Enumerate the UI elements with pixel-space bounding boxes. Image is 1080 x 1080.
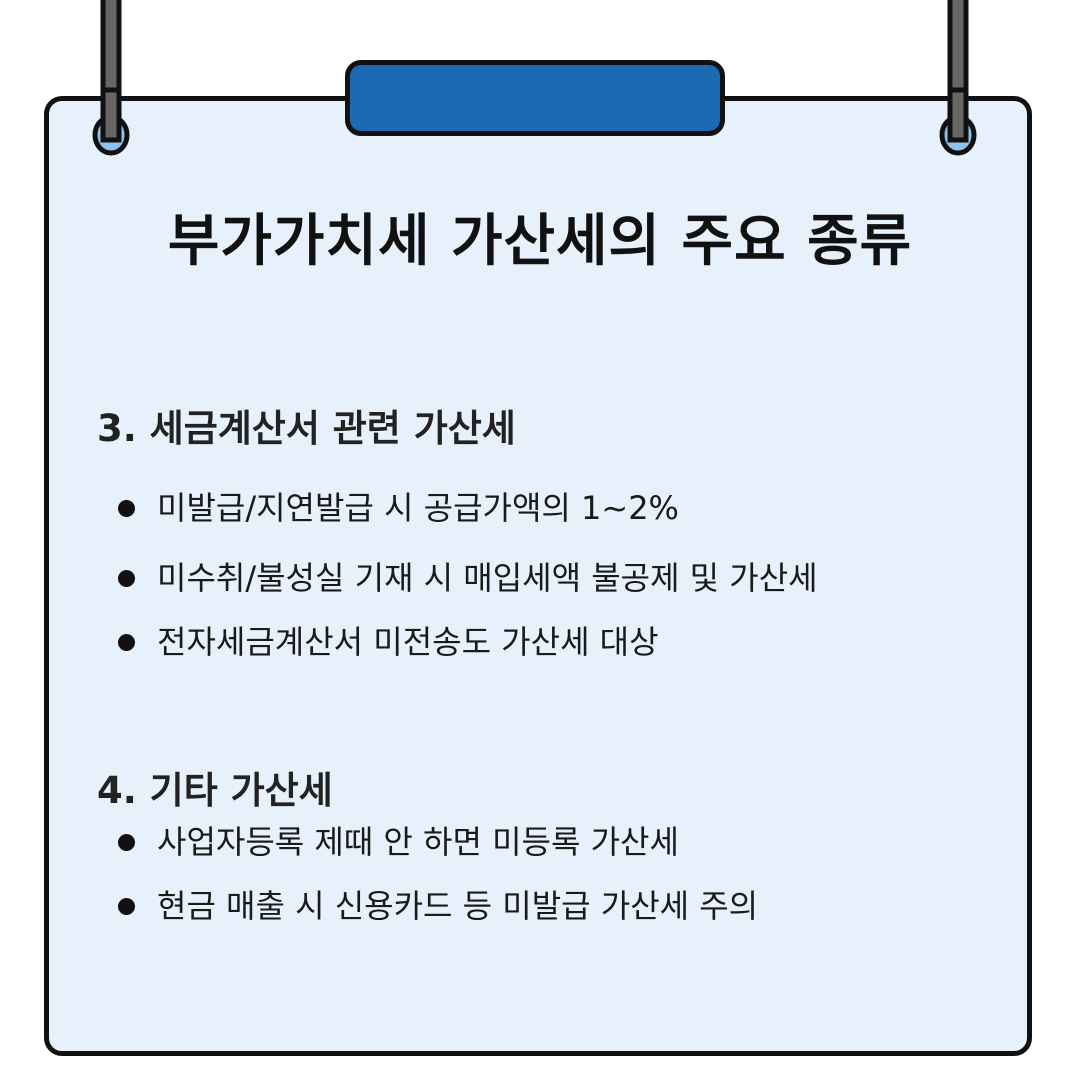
list-item-text: 현금 매출 시 신용카드 등 미발급 가산세 주의 bbox=[157, 887, 759, 925]
header-tab bbox=[345, 60, 725, 136]
list-item: 미발급/지연발급 시 공급가액의 1~2% bbox=[118, 488, 679, 528]
bullet-icon bbox=[118, 897, 135, 915]
bullet-icon bbox=[118, 633, 135, 651]
bullet-icon bbox=[118, 569, 135, 587]
list-item: 사업자등록 제때 안 하면 미등록 가산세 bbox=[118, 822, 679, 862]
list-item-text: 사업자등록 제때 안 하면 미등록 가산세 bbox=[157, 823, 679, 861]
notice-board bbox=[44, 96, 1032, 1056]
list-item: 미수취/불성실 기재 시 매입세액 불공제 및 가산세 bbox=[118, 558, 818, 598]
list-item: 현금 매출 시 신용카드 등 미발급 가산세 주의 bbox=[118, 886, 758, 926]
bullet-icon bbox=[118, 499, 135, 517]
list-item: 전자세금계산서 미전송도 가산세 대상 bbox=[118, 622, 659, 662]
page-title: 부가가치세 가산세의 주요 종류 bbox=[167, 209, 913, 274]
section-heading-4: 4. 기타 가산세 bbox=[97, 769, 333, 812]
list-item-text: 미수취/불성실 기재 시 매입세액 불공제 및 가산세 bbox=[157, 559, 818, 597]
bullet-icon bbox=[118, 833, 135, 851]
list-item-text: 전자세금계산서 미전송도 가산세 대상 bbox=[157, 623, 659, 661]
list-item-text: 미발급/지연발급 시 공급가액의 1~2% bbox=[157, 489, 679, 527]
left-hanger bbox=[92, 0, 130, 156]
right-hanger bbox=[939, 0, 977, 156]
section-heading-3: 3. 세금계산서 관련 가산세 bbox=[97, 407, 516, 450]
